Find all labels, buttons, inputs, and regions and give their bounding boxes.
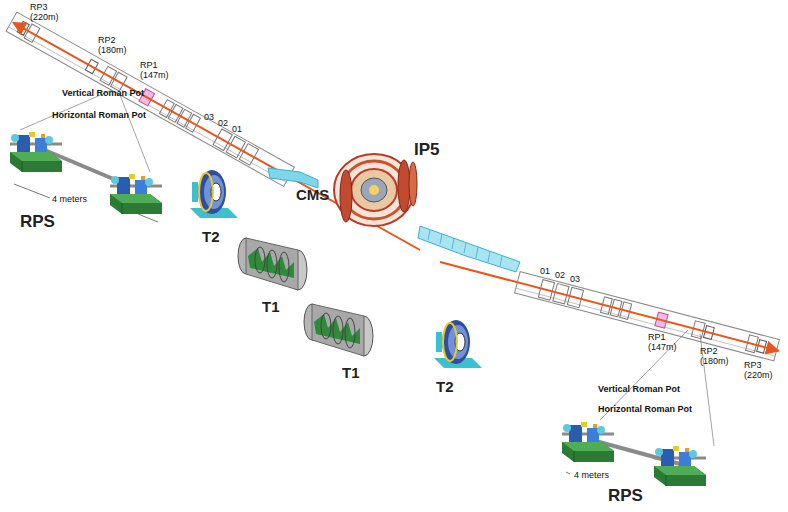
- magnet-number: 01: [540, 266, 550, 276]
- detector-label: T1: [342, 364, 360, 381]
- station-label: RP3 (220m): [744, 360, 778, 380]
- pot-label: Vertical Roman Pot: [598, 384, 680, 394]
- dimension-label: 4 meters: [52, 194, 87, 204]
- detector-label: T2: [436, 378, 454, 395]
- station-label: RP1 (147m): [648, 332, 682, 352]
- interaction-point-label: IP5: [414, 140, 440, 159]
- pot-label: Horizontal Roman Pot: [598, 404, 692, 414]
- magnet-number: 01: [232, 124, 242, 134]
- pot-label: Horizontal Roman Pot: [52, 110, 146, 120]
- station-label: RP1 (147m): [140, 60, 174, 80]
- station-label: RP3 (220m): [30, 2, 64, 22]
- magnet-number: 03: [570, 274, 580, 284]
- station-group-label: RPS: [20, 212, 55, 231]
- station-group-label: RPS: [608, 486, 643, 505]
- pot-label: Vertical Roman Pot: [62, 88, 144, 98]
- station-label: RP2 (180m): [98, 35, 132, 55]
- magnet-number: 02: [218, 118, 228, 128]
- magnet-number: 02: [555, 270, 565, 280]
- detector-label: CMS: [296, 186, 329, 203]
- detector-label: T2: [202, 228, 220, 245]
- magnet-number: 03: [204, 112, 214, 122]
- dimension-label: 4 meters: [574, 470, 609, 480]
- station-label: RP2 (180m): [700, 346, 734, 366]
- detector-label: T1: [262, 298, 280, 315]
